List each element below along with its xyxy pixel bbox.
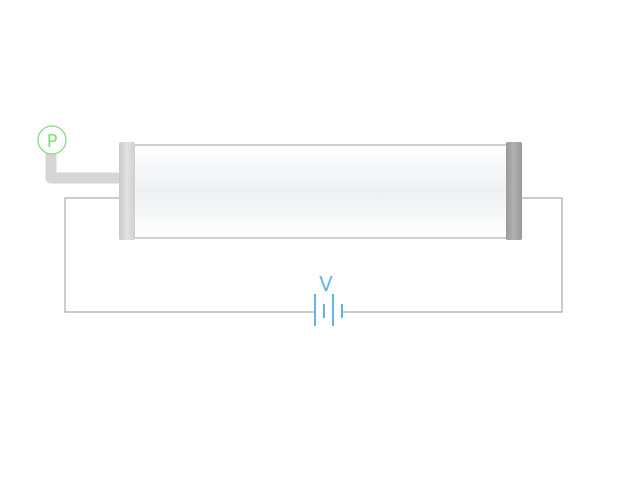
gauge-pipe-highlight	[45, 149, 128, 184]
circuit-wires	[64, 197, 563, 313]
discharge-tube	[119, 142, 522, 240]
right-wire	[343, 197, 563, 313]
left-wire	[64, 197, 315, 313]
pressure-gauge-label: P	[47, 131, 58, 152]
pressure-gauge: P	[37, 125, 67, 155]
battery	[314, 294, 343, 326]
gauge-pipe	[45, 149, 128, 184]
glass-tube	[132, 144, 509, 239]
pressure-gauge-icon	[37, 125, 67, 155]
right-electrode	[506, 142, 522, 240]
battery-voltage-label: V	[319, 272, 333, 296]
left-electrode	[119, 142, 135, 240]
